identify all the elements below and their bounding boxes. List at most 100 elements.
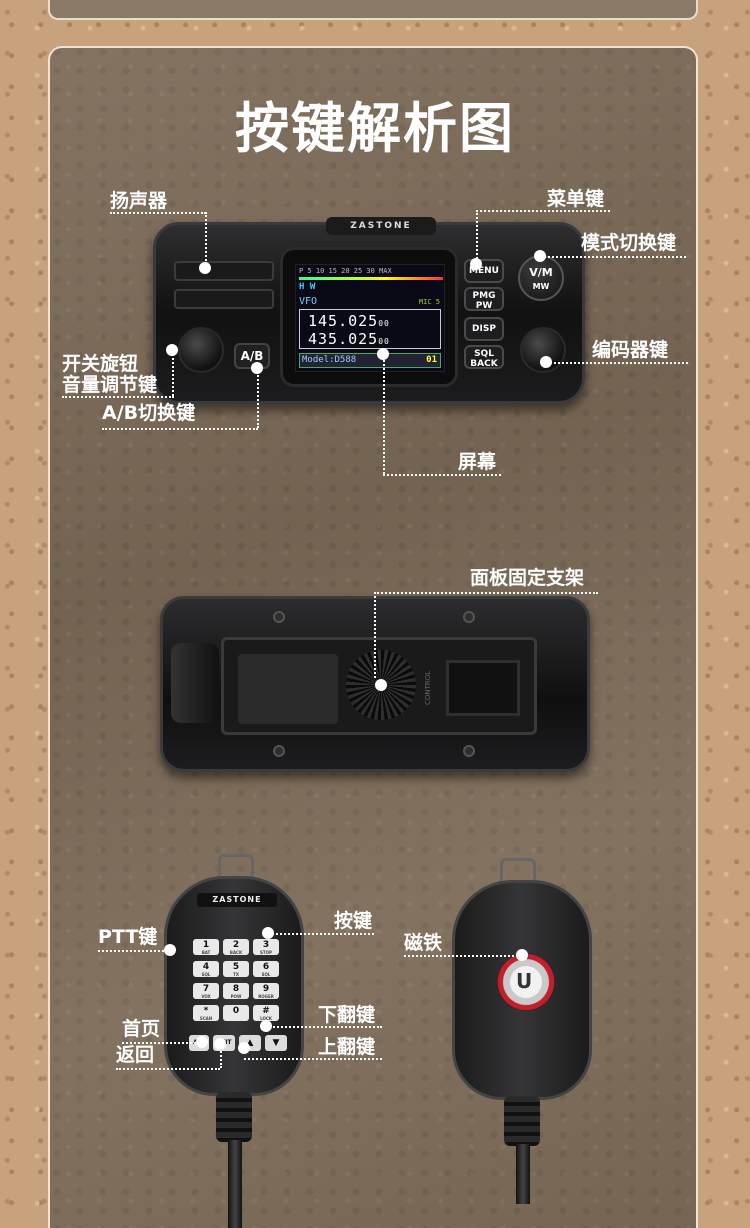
label-home: 首页 bbox=[122, 1018, 161, 1040]
top-strip bbox=[48, 0, 698, 20]
encoder-knob[interactable] bbox=[520, 327, 566, 373]
signal-meter-bar bbox=[299, 277, 443, 280]
control-label: CONTROL bbox=[424, 670, 432, 706]
back-clip bbox=[171, 643, 219, 723]
callout-dot bbox=[262, 927, 274, 939]
label-back: 返回 bbox=[116, 1044, 155, 1066]
screw bbox=[273, 611, 285, 623]
leader-line bbox=[374, 592, 376, 678]
mic-back: U bbox=[452, 880, 592, 1100]
label-ab-key: A/B切换键 bbox=[102, 402, 196, 424]
callout-dot bbox=[238, 1042, 250, 1054]
grill-slot bbox=[174, 289, 274, 309]
mic-brand: ZASTONE bbox=[197, 893, 277, 907]
power-volume-knob[interactable] bbox=[178, 327, 224, 373]
screw bbox=[273, 745, 285, 757]
grill-slot bbox=[174, 261, 274, 281]
leader-line bbox=[98, 950, 168, 952]
leader-line bbox=[220, 1044, 222, 1068]
leader-line bbox=[540, 256, 686, 258]
status-icons: H W bbox=[299, 282, 316, 292]
signal-meter-scale: P 5 10 15 20 25 30 MAX bbox=[299, 267, 392, 275]
keypad-key-star[interactable]: *SCAN bbox=[193, 1005, 219, 1021]
label-mode-key: 模式切换键 bbox=[581, 232, 677, 254]
screen-bezel: P 5 10 15 20 25 30 MAX H W VFO MIC 5 145… bbox=[280, 247, 458, 387]
keypad-key-hash[interactable]: #LOCK bbox=[253, 1005, 279, 1021]
control-port bbox=[446, 660, 520, 716]
label-volume: 音量调节键 bbox=[62, 374, 158, 396]
leader-line bbox=[268, 933, 374, 935]
callout-dot bbox=[470, 258, 482, 270]
frequency-box: 145.02500 435.02500 bbox=[299, 309, 441, 349]
model-text: Model:D588 bbox=[302, 355, 357, 365]
leader-line bbox=[476, 210, 610, 212]
callout-dot bbox=[196, 1036, 208, 1048]
mounting-bracket: CONTROL bbox=[221, 637, 537, 735]
callout-dot bbox=[164, 944, 176, 956]
leader-line bbox=[546, 362, 688, 364]
frequency-b: 435.02500 bbox=[308, 330, 390, 348]
screw bbox=[463, 611, 475, 623]
leader-line bbox=[383, 474, 501, 476]
leader-line bbox=[205, 212, 207, 268]
callout-dot bbox=[166, 344, 178, 356]
magnet-icon: U bbox=[497, 953, 555, 1011]
radio-brand: ZASTONE bbox=[326, 217, 436, 235]
callout-dot bbox=[199, 262, 211, 274]
leader-line bbox=[383, 356, 385, 474]
mic-cable-strain-relief bbox=[216, 1092, 252, 1142]
speaker-grill bbox=[174, 255, 274, 319]
label-screen: 屏幕 bbox=[458, 451, 497, 473]
mic-back-cable bbox=[516, 1144, 530, 1204]
lcd-screen: P 5 10 15 20 25 30 MAX H W VFO MIC 5 145… bbox=[295, 264, 445, 372]
leader-line bbox=[476, 210, 478, 262]
leader-line bbox=[102, 428, 258, 430]
magnet-symbol: U bbox=[516, 969, 533, 993]
leader-line bbox=[172, 350, 174, 396]
callout-dot bbox=[534, 250, 546, 262]
page-title: 按键解析图 bbox=[235, 97, 515, 160]
label-keypad: 按键 bbox=[334, 910, 373, 932]
keypad-key-0[interactable]: 0 bbox=[223, 1005, 249, 1021]
callout-dot bbox=[540, 356, 552, 368]
fan-center bbox=[375, 679, 387, 691]
frequency-a: 145.02500 bbox=[308, 312, 390, 330]
leader-line bbox=[374, 592, 598, 594]
leader-line bbox=[266, 1026, 382, 1028]
label-power-knob: 开关旋钮 bbox=[62, 353, 139, 375]
screw bbox=[463, 745, 475, 757]
mode-indicator: VFO bbox=[299, 296, 318, 307]
label-magnet: 磁铁 bbox=[404, 932, 443, 954]
cooling-fan bbox=[346, 650, 416, 720]
leader-line bbox=[110, 212, 206, 214]
bracket-pad bbox=[238, 654, 338, 724]
model-row: Model:D588 01 bbox=[299, 353, 441, 368]
leader-line bbox=[257, 368, 259, 428]
callout-dot bbox=[214, 1038, 226, 1050]
leader-line bbox=[62, 396, 174, 398]
disp-button[interactable]: DISP bbox=[464, 317, 504, 341]
callout-dot bbox=[260, 1020, 272, 1032]
callout-dot bbox=[251, 362, 263, 374]
callout-dot bbox=[516, 949, 528, 961]
mic-back-strain-relief bbox=[504, 1096, 540, 1146]
mic-gain: MIC 5 bbox=[418, 298, 440, 306]
page-down-button[interactable]: ▼ bbox=[265, 1035, 287, 1051]
label-encoder-key: 编码器键 bbox=[592, 339, 669, 361]
leader-line bbox=[116, 1068, 220, 1070]
callout-dot bbox=[377, 348, 389, 360]
label-ptt-key: PTT键 bbox=[98, 926, 158, 948]
